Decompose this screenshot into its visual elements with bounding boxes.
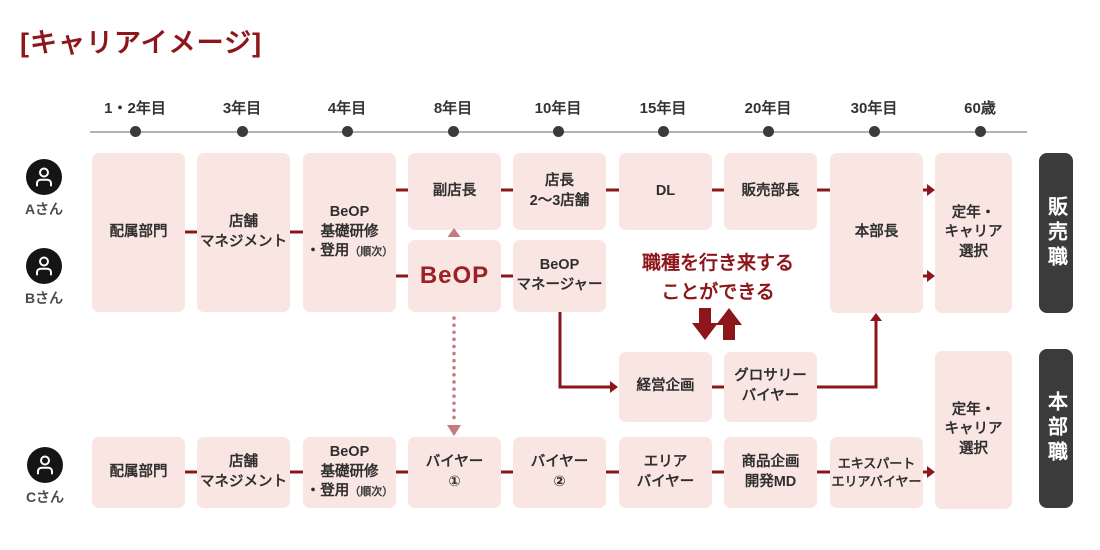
crossover-note: 職種を行き来する ことができる bbox=[641, 253, 794, 303]
box-deputy-store-manager: 副店長 bbox=[408, 153, 501, 230]
box-area-buyer: エリア バイヤー bbox=[619, 437, 712, 508]
box-expert-area-buyer: エキスパート エリアバイヤー bbox=[830, 437, 923, 508]
timeline-label-1: 1・2年目 bbox=[104, 100, 166, 117]
avatar-person-b bbox=[26, 248, 62, 284]
avatar-label-b: Bさん bbox=[24, 290, 64, 306]
timeline-dot bbox=[342, 126, 353, 137]
timeline-label-3: 4年目 bbox=[327, 100, 367, 117]
box-corporate-planning: 経営企画 bbox=[619, 352, 712, 422]
avatar-label-a: Aさん bbox=[24, 201, 64, 217]
person-icon bbox=[37, 455, 53, 475]
timeline-dot bbox=[130, 126, 141, 137]
timeline-dot bbox=[237, 126, 248, 137]
track-label-headquarters: 本部職 bbox=[1039, 349, 1073, 508]
timeline-label-4: 8年目 bbox=[433, 100, 473, 117]
page-title: [キャリアイメージ] bbox=[20, 28, 263, 58]
timeline-label-5: 10年目 bbox=[534, 100, 582, 117]
connector-grocerybuyer-hqgm bbox=[817, 321, 878, 389]
arrowhead-right-icon bbox=[927, 270, 935, 282]
box-sales-beop-training: BeOP 基礎研修 ・登用（順次） bbox=[303, 153, 396, 312]
timeline-dot bbox=[658, 126, 669, 137]
box-sales-retirement-choice: 定年・ キャリア 選択 bbox=[935, 153, 1012, 313]
timeline-label-8: 30年目 bbox=[850, 100, 898, 117]
box-sales-store-management: 店舗 マネジメント bbox=[197, 153, 290, 312]
track-label-sales: 販売職 bbox=[1039, 153, 1073, 313]
avatar-label-c: Cさん bbox=[25, 489, 65, 505]
connector-beopmanager-corporateplanning bbox=[558, 312, 610, 389]
crossover-arrows bbox=[692, 308, 742, 340]
avatar-person-a bbox=[26, 159, 62, 195]
box-grocery-buyer: グロサリー バイヤー bbox=[724, 352, 817, 422]
arrow-down-icon bbox=[692, 308, 718, 340]
box-buyer-2: バイヤー ② bbox=[513, 437, 606, 508]
timeline-dot bbox=[553, 126, 564, 137]
box-hq-assignment: 配属部門 bbox=[92, 437, 185, 508]
arrowhead-right-icon bbox=[610, 381, 618, 393]
box-sales-assignment: 配属部門 bbox=[92, 153, 185, 312]
dotted-arrowhead-down-icon bbox=[447, 425, 461, 436]
timeline-label-6: 15年目 bbox=[639, 100, 687, 117]
timeline-dot bbox=[448, 126, 459, 137]
timeline-dot bbox=[975, 126, 986, 137]
arrow-up-icon bbox=[716, 308, 742, 340]
box-beop: BeOP bbox=[408, 240, 501, 312]
timeline-dot bbox=[869, 126, 880, 137]
avatar-person-c bbox=[27, 447, 63, 483]
arrowhead-right-icon bbox=[927, 466, 935, 478]
box-product-planning-md: 商品企画 開発MD bbox=[724, 437, 817, 508]
connector-lines bbox=[185, 188, 927, 474]
box-store-manager: 店長 2〜3店舗 bbox=[513, 153, 606, 230]
box-hq-beop-training: BeOP 基礎研修 ・登用（順次） bbox=[303, 437, 396, 508]
person-icon bbox=[36, 167, 52, 187]
timeline-label-9: 60歳 bbox=[964, 100, 996, 117]
box-sales-dept-head: 販売部長 bbox=[724, 153, 817, 230]
arrowhead-right-icon bbox=[927, 184, 935, 196]
arrowhead-up-icon bbox=[870, 313, 882, 321]
person-icon bbox=[36, 256, 52, 276]
timeline-dot bbox=[763, 126, 774, 137]
box-hq-retirement-choice: 定年・ キャリア 選択 bbox=[935, 351, 1012, 509]
timeline-label-7: 20年目 bbox=[744, 100, 792, 117]
box-buyer-1: バイヤー ① bbox=[408, 437, 501, 508]
box-dl: DL bbox=[619, 153, 712, 230]
box-hq-general-manager: 本部長 bbox=[830, 153, 923, 313]
timeline-label-2: 3年目 bbox=[222, 100, 262, 117]
box-hq-store-management: 店舗 マネジメント bbox=[197, 437, 290, 508]
box-beop-manager: BeOP マネージャー bbox=[513, 240, 606, 312]
